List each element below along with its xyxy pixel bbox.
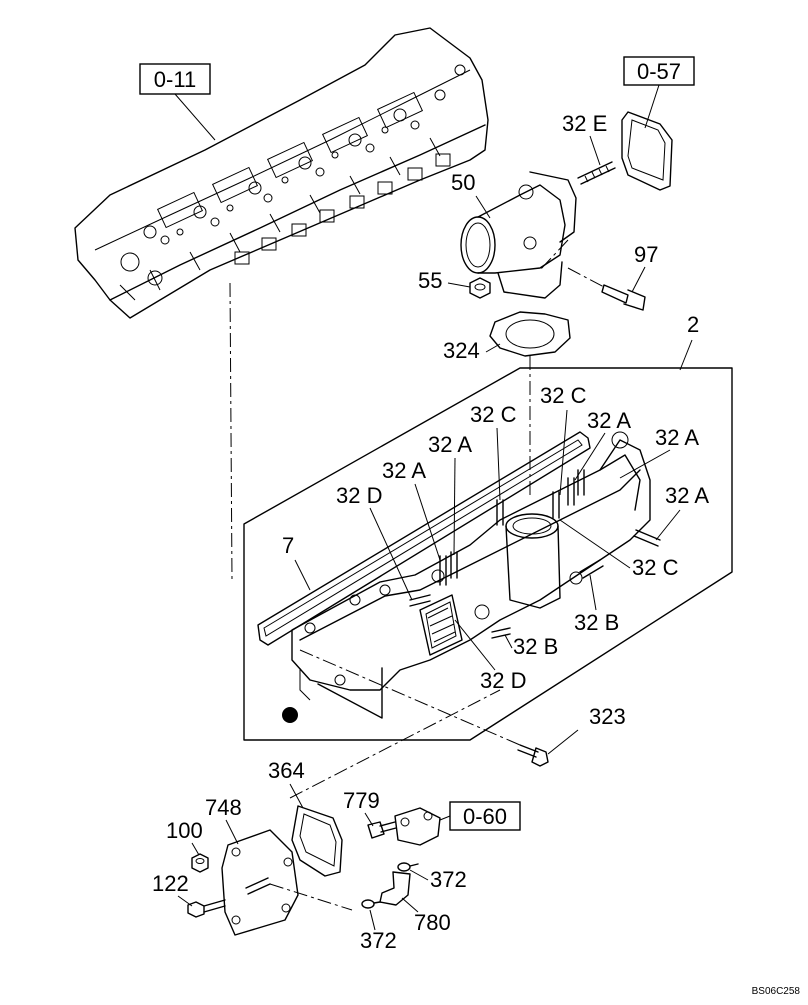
callout-122: 122 [152, 871, 189, 896]
callout-32B-1: 32 B [574, 610, 619, 635]
callout-32D-bottom: 32 D [480, 668, 526, 693]
callout-32A-5: 32 A [665, 483, 709, 508]
reference-label-0-57: 0-57 [637, 59, 681, 84]
callout-372-lower: 372 [360, 928, 397, 953]
reference-label-0-60: 0-60 [463, 804, 507, 829]
clamp-372-lower: 372 [360, 899, 397, 953]
hose-780: 780 [379, 871, 451, 935]
manifold-studs [409, 469, 661, 639]
sensor-97: 97 [567, 242, 658, 311]
gasket-0-57 [621, 111, 673, 191]
callout-50: 50 [451, 170, 475, 195]
gasket-324: 324 [443, 311, 571, 363]
manifold-callouts: 32 C 32 C 32 A 32 A 32 A 32 A 32 A 32 D … [336, 383, 709, 693]
intake-manifold [282, 431, 651, 723]
callout-100: 100 [166, 818, 203, 843]
callout-32A-3: 32 A [428, 432, 472, 457]
reference-dot [282, 707, 298, 723]
gasket-7: 7 [257, 431, 591, 646]
callout-97: 97 [634, 242, 658, 267]
callout-32B-2: 32 B [513, 634, 558, 659]
callout-32C-right: 32 C [632, 555, 679, 580]
cover-plate-748: 748 [205, 795, 353, 936]
callout-2: 2 [687, 312, 699, 337]
throttle-body-50: 50 [451, 170, 577, 299]
clamp-372-upper: 372 [397, 862, 467, 892]
callout-32C-left: 32 C [470, 402, 517, 427]
assembly-frame-2: 2 [243, 312, 733, 741]
reference-box-0-57: 0-57 [623, 56, 695, 129]
callout-372-upper: 372 [430, 867, 467, 892]
callout-780: 780 [414, 910, 451, 935]
bolt-323: 323 [517, 704, 626, 767]
drawing-code: BS06C258 [752, 986, 801, 997]
reference-box-0-11: 0-11 [139, 63, 216, 141]
callout-32A-4: 32 A [382, 458, 426, 483]
callout-323: 323 [589, 704, 626, 729]
callout-32A-1: 32 A [587, 408, 631, 433]
callout-32D-top: 32 D [336, 483, 382, 508]
callout-364: 364 [268, 758, 305, 783]
nut-100: 100 [166, 818, 209, 873]
callout-748: 748 [205, 795, 242, 820]
nut-55: 55 [418, 268, 491, 299]
fitting-779: 779 [343, 788, 441, 846]
reference-label-0-11: 0-11 [154, 67, 196, 92]
callout-32C-top: 32 C [540, 383, 587, 408]
callout-32E: 32 E [562, 111, 607, 136]
reference-box-0-60: 0-60 [439, 801, 521, 831]
callout-55: 55 [418, 268, 442, 293]
cylinder-head [74, 27, 489, 319]
callout-779: 779 [343, 788, 380, 813]
callout-7: 7 [282, 533, 294, 558]
gasket-364: 364 [268, 758, 343, 877]
callout-32A-2: 32 A [655, 425, 699, 450]
callout-324: 324 [443, 338, 480, 363]
stud-32E: 32 E [562, 111, 616, 185]
bolt-122: 122 [152, 871, 226, 918]
alignment-lines [229, 239, 569, 799]
